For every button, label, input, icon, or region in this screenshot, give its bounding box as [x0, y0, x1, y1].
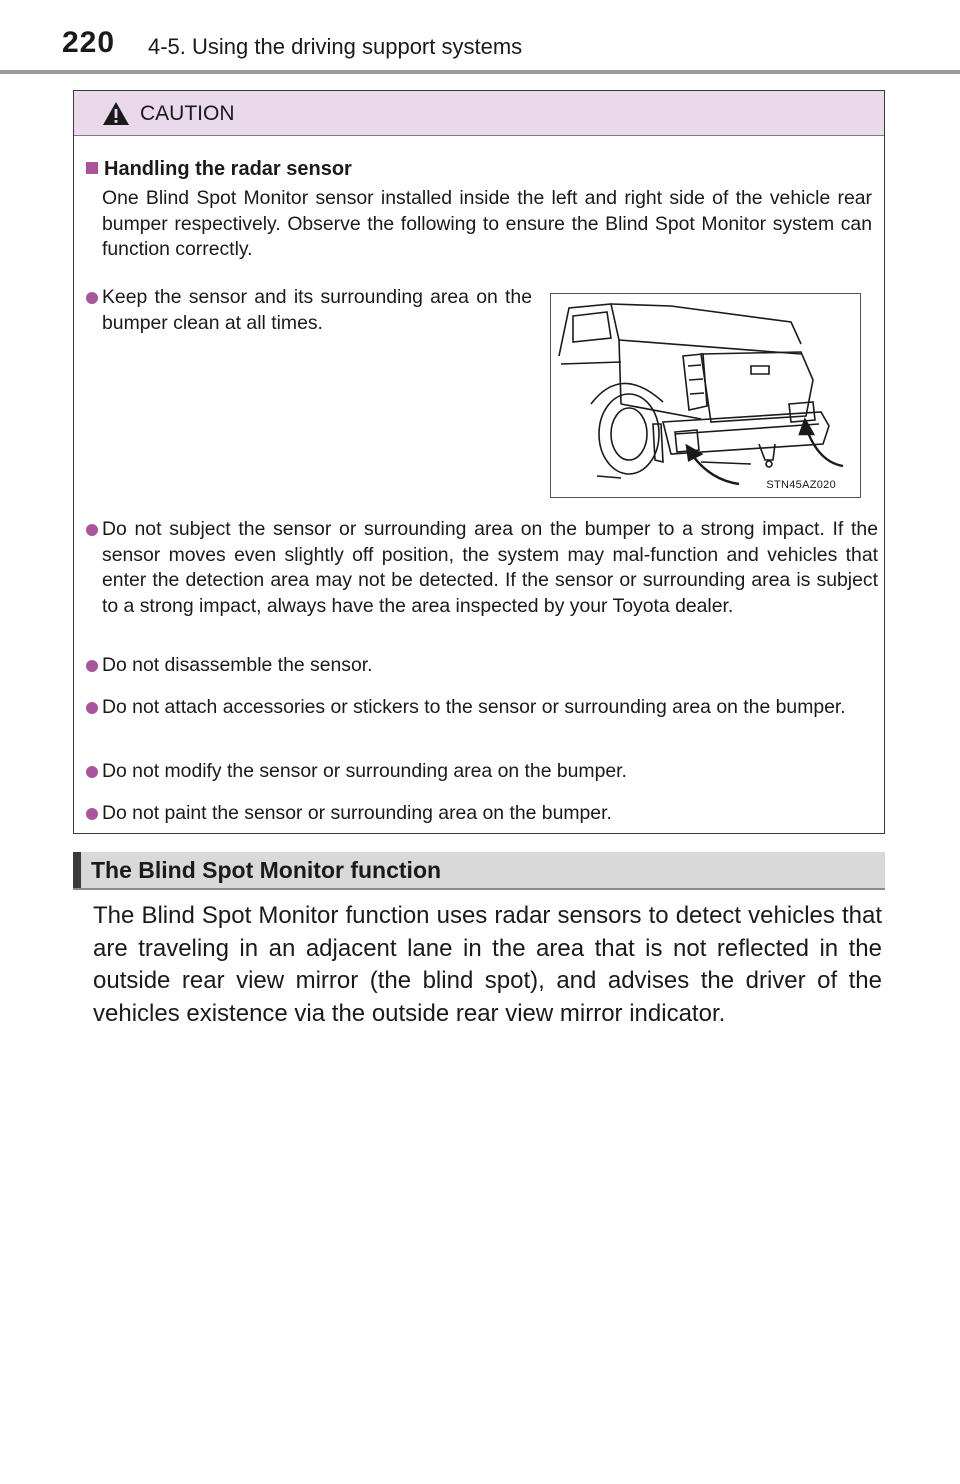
caution-bullet-text: Keep the sensor and its surrounding area…: [102, 286, 532, 334]
square-bullet-icon: [86, 162, 98, 174]
bullet-dot-icon: [86, 766, 98, 778]
bullet-dot-icon: [86, 808, 98, 820]
caution-subheading-text: Handling the radar sensor: [104, 158, 352, 180]
caution-subheading: Handling the radar sensor: [86, 158, 352, 181]
section-heading: The Blind Spot Monitor function: [91, 857, 442, 883]
caution-header: CAUTION: [74, 91, 884, 136]
caution-intro: One Blind Spot Monitor sensor installed …: [102, 187, 872, 260]
chapter-section-title: 4-5. Using the driving support systems: [148, 34, 523, 59]
caution-bullet: Do not modify the sensor or surrounding …: [86, 759, 878, 785]
section-body-text: The Blind Spot Monitor function uses rad…: [93, 902, 882, 1028]
caution-bullet: Do not disassemble the sensor.: [86, 653, 878, 679]
caution-bullet-text: Do not modify the sensor or surrounding …: [102, 760, 627, 782]
bullet-dot-icon: [86, 292, 98, 304]
section-bar-accent: [73, 852, 81, 888]
caution-bullet-text: Do not attach accessories or stickers to…: [102, 696, 846, 718]
caution-box: CAUTION Handling the radar sensor One Bl…: [73, 90, 885, 834]
bullet-dot-icon: [86, 702, 98, 714]
figure-code: STN45AZ020: [766, 479, 836, 491]
bullet-dot-icon: [86, 660, 98, 672]
truck-illustration-drawing: [558, 303, 844, 486]
section-heading-bar: The Blind Spot Monitor function: [73, 852, 885, 890]
caution-bullet-text: Do not disassemble the sensor.: [102, 654, 373, 676]
caution-bullet-text: Do not subject the sensor or surrounding…: [102, 518, 878, 617]
caution-bullet: Do not subject the sensor or surrounding…: [86, 517, 878, 619]
header-rule: [0, 70, 960, 74]
caution-label: CAUTION: [140, 102, 235, 125]
bullet-dot-icon: [86, 524, 98, 536]
caution-bullet: Do not paint the sensor or surrounding a…: [86, 801, 878, 827]
page-header: 220 4-5. Using the driving support syste…: [0, 0, 960, 76]
truck-rear-bumper-illustration: STN45AZ020: [550, 293, 861, 498]
caution-bullet-text: Do not paint the sensor or surrounding a…: [102, 802, 612, 824]
warning-triangle-icon: [103, 102, 129, 125]
caution-bullet: Keep the sensor and its surrounding area…: [86, 285, 532, 336]
page-number: 220: [62, 26, 116, 59]
caution-bullet: Do not attach accessories or stickers to…: [86, 695, 878, 721]
